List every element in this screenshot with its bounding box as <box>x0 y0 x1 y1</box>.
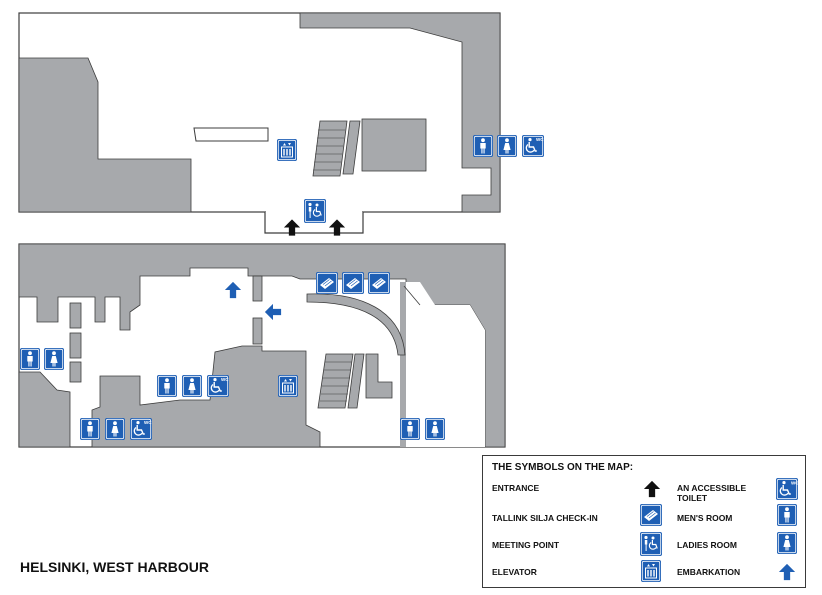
map-legend: THE SYMBOLS ON THE MAP: ENTRANCE TALLINK… <box>482 455 806 588</box>
mens-room-icon <box>157 375 177 397</box>
mens-room-icon <box>777 504 797 526</box>
mens-room-icon <box>400 418 420 440</box>
embarkation-arrow-icon <box>778 563 796 581</box>
place-title: HELSINKI, WEST HARBOUR <box>20 559 209 575</box>
escalator-lower <box>317 353 365 409</box>
check-in-ticket-icon <box>640 504 662 526</box>
mens-room-icon <box>473 135 493 157</box>
legend-label-ladies-room: LADIES ROOM <box>677 540 737 550</box>
ladies-room-icon <box>44 348 64 370</box>
legend-label-check-in: TALLINK SILJA CHECK-IN <box>492 513 598 523</box>
upper-floor <box>18 12 501 234</box>
ladies-room-icon <box>425 418 445 440</box>
legend-label-elevator: ELEVATOR <box>492 567 537 577</box>
legend-label-accessible-toilet: AN ACCESSIBLE TOILET <box>677 483 747 503</box>
legend-label-meeting-point: MEETING POINT <box>492 540 560 550</box>
elevator-icon <box>641 560 661 582</box>
ladies-room-icon <box>182 375 202 397</box>
elevator-icon <box>277 139 297 161</box>
wc-label: WC <box>791 481 798 486</box>
legend-label-entrance: ENTRANCE <box>492 483 540 493</box>
ladies-room-icon <box>497 135 517 157</box>
escalator-upper <box>312 120 361 177</box>
legend-title: THE SYMBOLS ON THE MAP: <box>492 462 634 473</box>
wc-label: WC <box>221 377 229 382</box>
mens-room-icon <box>80 418 100 440</box>
meeting-point-icon <box>304 199 326 223</box>
ladies-room-icon <box>777 532 797 554</box>
elevator-icon <box>278 375 298 397</box>
meeting-point-icon <box>640 532 662 556</box>
wc-label: WC <box>144 420 152 425</box>
entrance-arrow-icon <box>643 480 661 498</box>
check-in-ticket-icon <box>342 272 364 294</box>
check-in-ticket-icon <box>316 272 338 294</box>
accessible-toilet-icon: WC <box>776 478 798 500</box>
legend-label-embarkation: EMBARKATION <box>677 567 741 577</box>
check-in-ticket-icon <box>368 272 390 294</box>
legend-label-mens-room: MEN'S ROOM <box>677 513 733 523</box>
wc-label: WC <box>536 137 544 142</box>
lower-floor <box>18 243 506 448</box>
mens-room-icon <box>20 348 40 370</box>
ladies-room-icon <box>105 418 125 440</box>
